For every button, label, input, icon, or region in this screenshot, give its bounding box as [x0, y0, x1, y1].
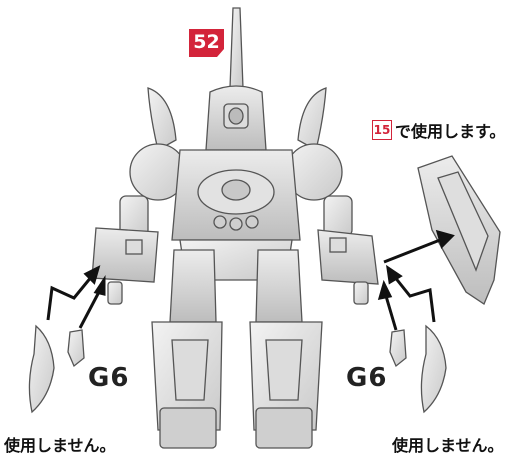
step-reference: 15 で使用します。 [372, 118, 505, 142]
right-thigh [255, 249, 303, 323]
left-shoulder-fin [147, 87, 177, 151]
left-unused-blade [28, 324, 55, 414]
step-badge-shape [189, 29, 224, 57]
antenna [229, 7, 244, 89]
reference-step-number: 15 [372, 120, 392, 140]
left-unused-note: 使用しません。 [4, 436, 116, 455]
right-part-label: G6 [346, 363, 388, 393]
right-forearm [317, 229, 379, 285]
left-part-label: G6 [88, 363, 130, 393]
right-unused-blade [420, 324, 447, 414]
right-unused-note: 使用しません。 [392, 436, 504, 455]
left-forearm [91, 227, 159, 283]
step-number: 52 [193, 31, 220, 53]
right-shoulder-fin [297, 87, 327, 151]
left-thigh [169, 249, 217, 323]
reference-text: で使用します。 [395, 122, 506, 141]
step-number-badge: 52 [189, 29, 224, 57]
right-upper-arm [323, 195, 353, 237]
right-g6-part [389, 329, 407, 368]
left-g6-part [67, 329, 85, 368]
